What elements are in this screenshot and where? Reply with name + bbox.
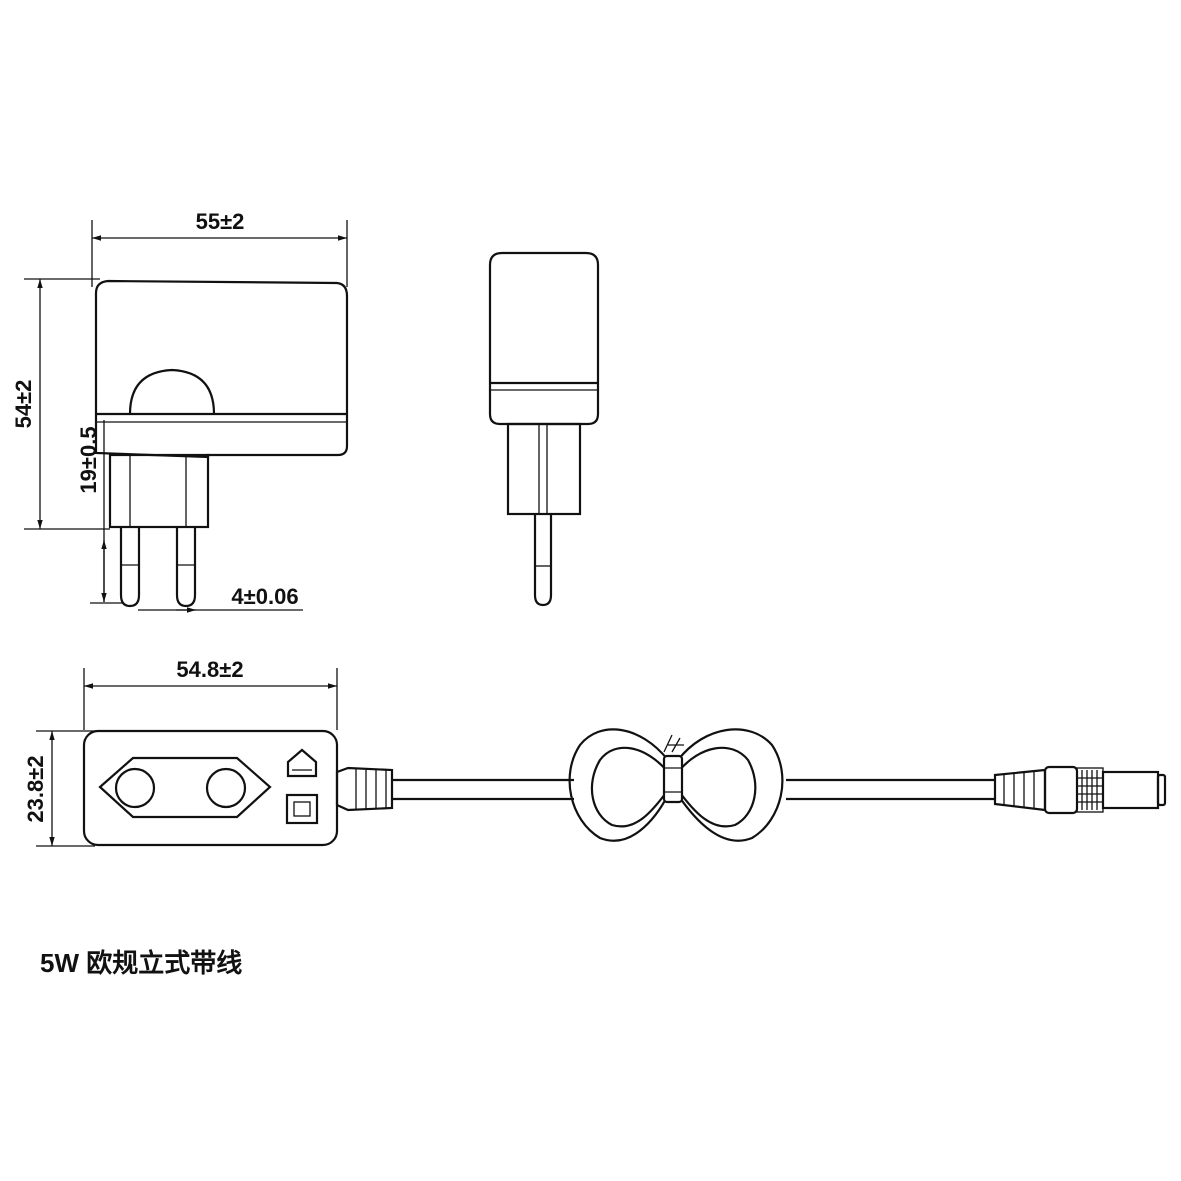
dim-pin-diameter-label: 4±0.06 <box>231 584 298 609</box>
dim-height-side-label: 54±2 <box>11 380 36 429</box>
dim-width-bottom-label: 54.8±2 <box>176 657 243 682</box>
dimension-width-bottom: 54.8±2 <box>83 657 338 730</box>
drawing-caption: 5W 欧规立式带线 <box>40 948 242 978</box>
dim-depth-bottom-label: 23.8±2 <box>23 755 48 822</box>
top-view <box>82 728 1167 847</box>
dimension-width-top: 55±2 <box>91 209 348 287</box>
dimension-depth-bottom: 23.8±2 <box>23 730 95 847</box>
front-view <box>488 251 600 607</box>
indoor-use-icon <box>286 748 318 778</box>
dim-width-top-label: 55±2 <box>196 209 245 234</box>
euro-socket-icon <box>98 756 272 819</box>
dimension-plug-height: 19±0.5 <box>76 420 124 604</box>
side-view <box>94 279 349 608</box>
class-ii-icon <box>285 793 319 825</box>
dimension-pin-diameter: 4±0.06 <box>138 584 303 613</box>
dimension-height-side: 54±2 <box>11 278 110 530</box>
dim-plug-height-label: 19±0.5 <box>76 426 101 493</box>
